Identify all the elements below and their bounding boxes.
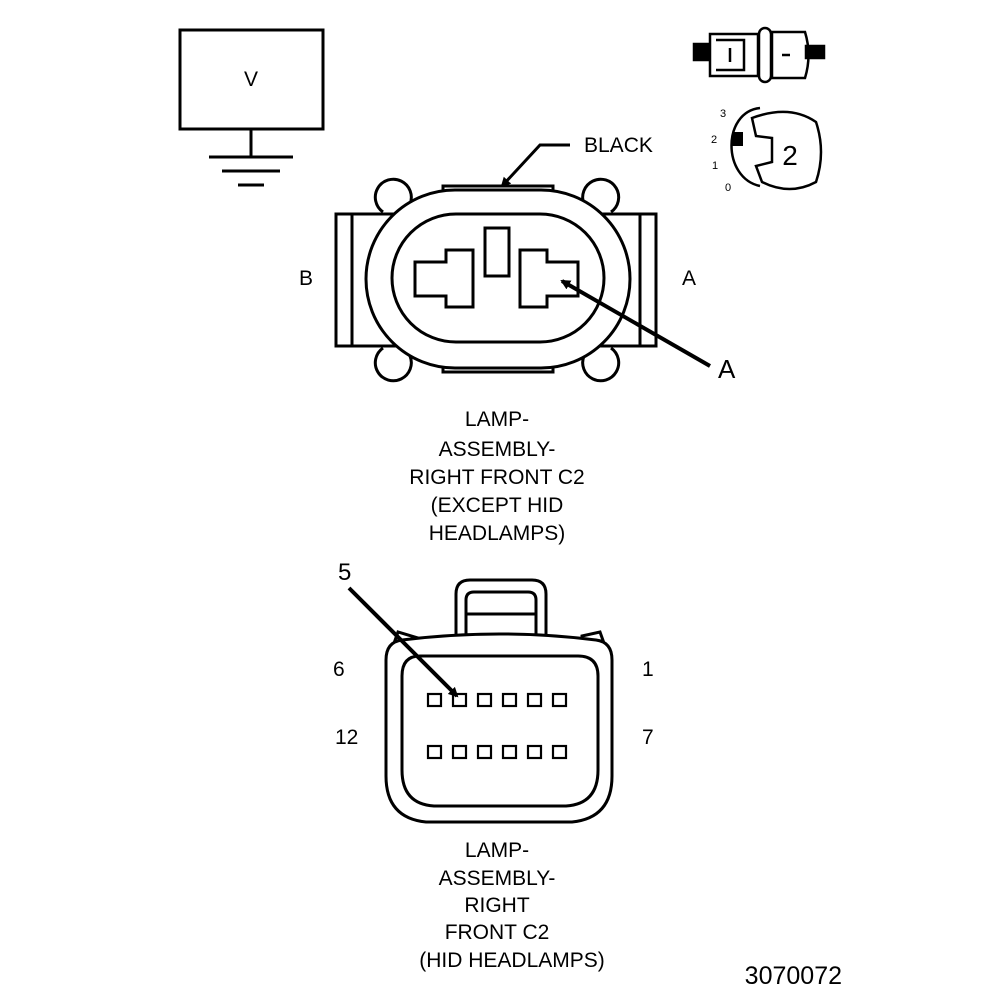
connector-b-pin-row-1	[426, 692, 568, 708]
connector-a-pin-cavities	[413, 226, 580, 309]
figure-id: 3070072	[745, 962, 842, 990]
connector-b-callout-label: 5	[338, 559, 351, 586]
connector-a-side-b-label: B	[299, 267, 313, 290]
connector-a-caption-line-1: LAMP-	[465, 408, 529, 431]
voltmeter-symbol: V	[244, 68, 258, 91]
connector-b-body	[384, 578, 614, 824]
dial-tick-0: 0	[725, 182, 731, 194]
connector-b-caption-line-3: RIGHT	[464, 894, 530, 917]
connector-b-caption-line-1: LAMP-	[465, 839, 529, 862]
voltmeter-icon	[178, 28, 325, 187]
connector-a-caption-line-4: (EXCEPT HID	[431, 494, 564, 517]
connector-b-caption-line-5: (HID HEADLAMPS)	[419, 949, 605, 972]
connector-a-body	[334, 177, 658, 383]
black-label-arrow	[500, 143, 570, 188]
dial-tick-1: 1	[712, 160, 718, 172]
callout-a-arrow	[560, 279, 711, 368]
connector-a-caption-line-5: HEADLAMPS)	[429, 522, 566, 545]
dial-icon	[730, 106, 823, 191]
connector-a-caption-line-2: ASSEMBLY-	[439, 438, 556, 461]
dial-tick-2: 2	[711, 134, 717, 146]
connector-b-pin-6-label: 6	[333, 658, 345, 681]
connector-b-pin-row-2	[426, 744, 568, 760]
connector-b-pin-1-label: 1	[642, 658, 654, 681]
connector-pair-icon	[692, 26, 826, 84]
connector-b-caption-line-2: ASSEMBLY-	[439, 867, 556, 890]
connector-b-caption-line-4: FRONT C2	[445, 921, 550, 944]
connector-b-pin-7-label: 7	[642, 726, 654, 749]
connector-a-callout-label: A	[718, 354, 736, 384]
callout-5-arrow	[347, 586, 459, 698]
dial-value: 2	[782, 140, 798, 171]
connector-a-color-label: BLACK	[584, 134, 653, 157]
connector-a-caption-line-3: RIGHT FRONT C2	[409, 466, 584, 489]
connector-a-side-a-label: A	[682, 267, 696, 290]
dial-tick-3: 3	[720, 108, 726, 120]
connector-b-pin-12-label: 12	[335, 726, 358, 749]
